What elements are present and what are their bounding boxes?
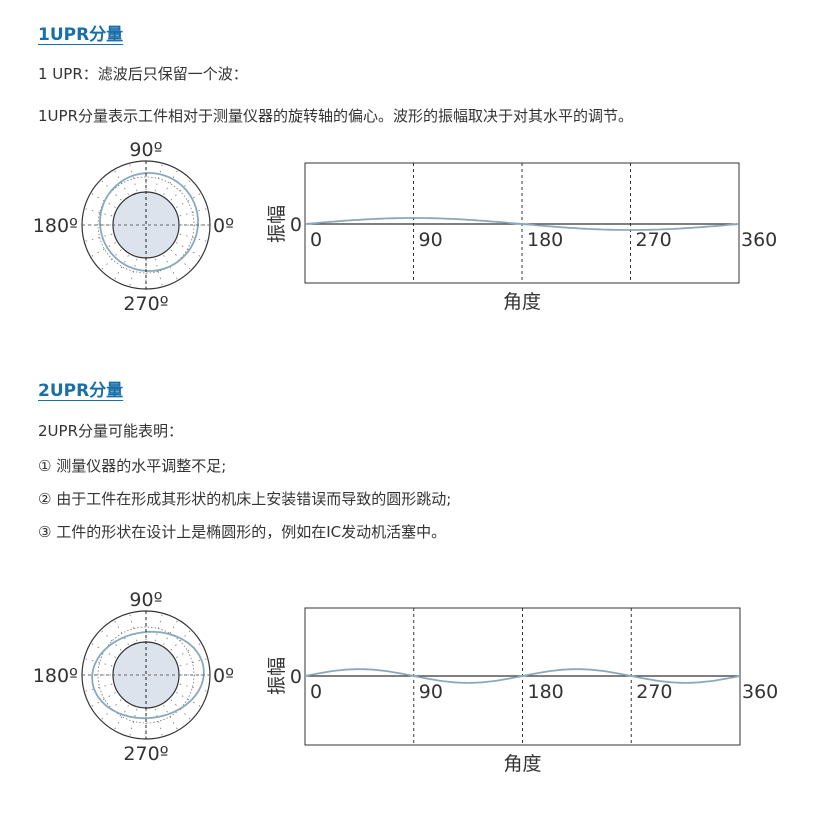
polar-grid-line: [163, 170, 178, 195]
polar-grid-line: [176, 643, 201, 658]
chart-xtick-label: 0: [310, 681, 322, 703]
polar-profile-curve: [99, 172, 199, 272]
polar-grid-line: [179, 683, 207, 692]
polar-label-270: 270º: [123, 293, 168, 315]
polar-label-0: 0º: [213, 665, 234, 687]
polar-grid-line: [154, 614, 163, 642]
polar-grid-line: [91, 193, 116, 208]
polar-grid-line: [85, 208, 113, 217]
polar-grid-line: [154, 164, 163, 192]
chart-ylabel: 振幅: [266, 205, 288, 243]
section2-line1: 2UPR分量可能表明：: [38, 422, 183, 440]
polar-grid-line: [154, 258, 163, 286]
polar-label-180: 180º: [33, 665, 78, 687]
section1-title: 1UPR分量: [38, 25, 124, 45]
polar-reference-circle: [97, 176, 195, 274]
polar-grid-line: [179, 658, 207, 667]
polar-grid-line: [101, 630, 122, 651]
section1-line2: 1UPR分量表示工件相对于测量仪器的旋转轴的偏心。波形的振幅取决于对其水平的调节…: [38, 107, 633, 125]
chart-xtick-label: 270: [636, 681, 672, 703]
polar-grid-line: [85, 683, 113, 692]
chart-ylabel: 振幅: [266, 657, 288, 695]
chart-xtick-label: 0: [310, 229, 322, 251]
polar-grid-line: [114, 705, 129, 730]
polar-grid-line: [163, 705, 178, 730]
chart-xtick-label: 90: [419, 681, 443, 703]
polar-grid-line: [85, 658, 113, 667]
polar-grid-line: [163, 620, 178, 645]
polar-reference-circle: [97, 626, 195, 724]
polar-grid-line: [114, 620, 129, 645]
polar-grid-line: [170, 630, 191, 651]
polar-grid-line: [129, 614, 138, 642]
chart-ytick-label: 0: [290, 214, 302, 236]
polar-grid-line: [163, 255, 178, 280]
chart-xtick-label: 270: [636, 229, 672, 251]
polar-grid-line: [176, 692, 201, 707]
section2-item-3: ③ 工件的形状在设计上是椭圆形的，例如在IC发动机活塞中。: [38, 523, 447, 541]
polar-label-90: 90º: [129, 139, 162, 161]
polar-label-270: 270º: [123, 743, 168, 765]
polar-label-90: 90º: [129, 589, 162, 611]
polar-label-180: 180º: [33, 215, 78, 237]
chart-ytick-label: 0: [290, 666, 302, 688]
polar-profile-curve: [91, 630, 205, 720]
chart-xlabel: 角度: [503, 291, 541, 313]
chart-series-line: [304, 668, 741, 684]
chart-xtick-label: 360: [741, 229, 777, 251]
polar-grid-line: [179, 233, 207, 242]
polar-grid-line: [129, 258, 138, 286]
chart-xtick-label: 180: [527, 229, 563, 251]
polar-grid-line: [91, 692, 116, 707]
polar-grid-line: [176, 193, 201, 208]
section2-title: 2UPR分量: [38, 381, 124, 401]
polar-grid-line: [129, 164, 138, 192]
polar-grid-line: [179, 208, 207, 217]
polar-grid-line: [170, 699, 191, 720]
polar-grid-line: [170, 180, 191, 201]
section2-item-1: ① 测量仪器的水平调整不足;: [38, 457, 227, 475]
chart-xlabel: 角度: [503, 753, 541, 775]
chart-xtick-label: 360: [742, 681, 778, 703]
polar-grid-line: [91, 242, 116, 257]
polar-grid-line: [114, 255, 129, 280]
chart-xtick-label: 90: [419, 229, 443, 251]
polar-grid-line: [154, 708, 163, 736]
section2-item-2: ② 由于工件在形成其形状的机床上安装错误而导致的圆形跳动;: [38, 490, 452, 508]
chart-xtick-label: 180: [528, 681, 564, 703]
chart-series-line: [304, 217, 740, 231]
polar-grid-line: [85, 233, 113, 242]
polar-grid-line: [129, 708, 138, 736]
polar-grid-line: [101, 249, 122, 270]
section1-line1: 1 UPR：滤波后只保留一个波：: [38, 65, 248, 83]
polar-inner-circle: [112, 641, 180, 709]
polar-label-0: 0º: [213, 215, 234, 237]
polar-inner-circle: [112, 191, 180, 259]
